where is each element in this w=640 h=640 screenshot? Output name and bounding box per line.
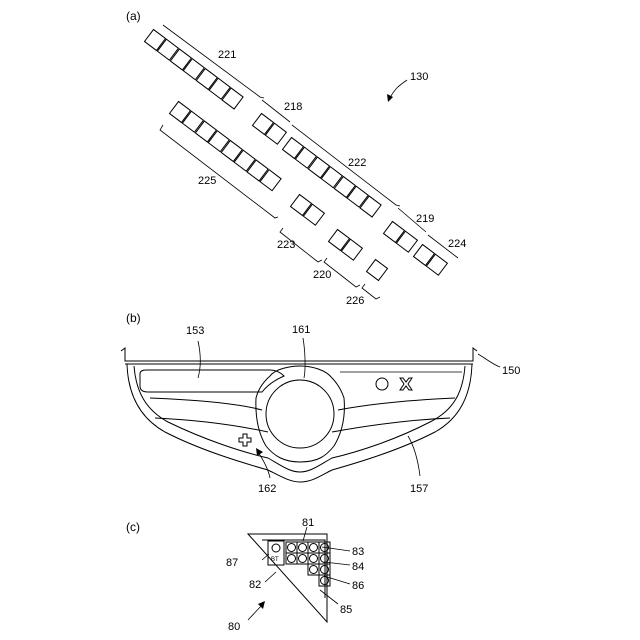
corner-module-inner: [262, 540, 325, 598]
panel-a: (a) 221 218 222 130 225 219 223 224 220 …: [126, 9, 466, 307]
panel-a-label: (a): [126, 9, 141, 23]
round-button-icon: [310, 544, 318, 552]
button-grid: [286, 542, 330, 586]
label-219: 219: [416, 213, 434, 225]
label-84: 84: [352, 561, 364, 573]
round-button-icon: [299, 555, 307, 563]
label-80: 80: [228, 621, 240, 633]
panel-c-label: (c): [126, 520, 140, 534]
controller-top-rim: [121, 348, 477, 361]
label-161: 161: [292, 324, 310, 336]
label-153: 153: [186, 325, 204, 337]
round-button-icon: [288, 555, 296, 563]
label-81: 81: [302, 517, 314, 529]
leader-161: [303, 338, 305, 378]
indicator-led: [272, 544, 280, 552]
label-162: 162: [258, 483, 276, 495]
leader-85: [320, 590, 338, 604]
label-86: 86: [352, 580, 364, 592]
round-button-icon: [288, 544, 296, 552]
label-220: 220: [313, 269, 331, 281]
arrow-130: [387, 80, 407, 102]
label-225: 225: [198, 175, 216, 187]
bt-marker: BT: [271, 557, 279, 563]
label-87: 87: [226, 557, 238, 569]
label-157: 157: [410, 483, 428, 495]
leader-82: [265, 572, 276, 582]
label-85: 85: [340, 604, 352, 616]
controller-body-inner: [134, 366, 465, 472]
key-group-226-key: [366, 259, 387, 280]
leader-153: [198, 341, 200, 378]
label-82: 82: [249, 579, 261, 591]
touch-pad-153: [140, 370, 284, 392]
label-130: 130: [410, 71, 428, 83]
panel-b-label: (b): [126, 311, 141, 325]
panel-b: (b) 153 161 150 162 1: [121, 311, 520, 495]
round-button-icon: [310, 566, 318, 574]
circle-button-icon: [376, 378, 388, 390]
label-226: 226: [346, 295, 364, 307]
leader-80: [248, 605, 262, 620]
bracket-226: [362, 284, 380, 299]
label-222: 222: [348, 157, 366, 169]
leader-83: [322, 547, 350, 551]
cross-button-icon: [400, 378, 412, 390]
label-83: 83: [352, 546, 364, 558]
label-218: 218: [284, 101, 302, 113]
controller-body-outline: [127, 364, 472, 482]
leader-150: [478, 354, 500, 367]
right-wing-lower: [332, 418, 450, 432]
center-button-161: [266, 380, 334, 448]
label-150: 150: [502, 365, 520, 377]
panel-c: (c) BT 81 87 83 84 82 86 85 80: [126, 517, 364, 633]
left-wing-upper: [150, 398, 262, 410]
right-wing-upper: [338, 398, 455, 410]
key-array: [144, 29, 447, 280]
round-button-icon: [299, 544, 307, 552]
label-223: 223: [277, 239, 295, 251]
left-wing-lower: [155, 418, 268, 432]
label-221: 221: [218, 49, 236, 61]
dpad-icon: [239, 434, 251, 446]
label-224: 224: [448, 238, 466, 250]
round-button-icon: [310, 555, 318, 563]
